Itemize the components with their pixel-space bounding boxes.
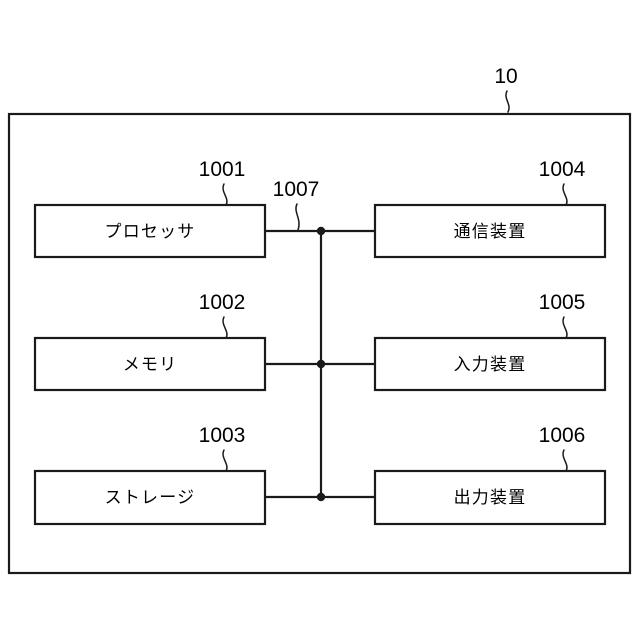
block-output-device[interactable]: 出力装置 (373, 469, 607, 526)
block-storage[interactable]: ストレージ (33, 469, 267, 526)
reference-number-storage: 1003 (199, 424, 246, 447)
block-input-device-rect (373, 336, 607, 392)
reference-number-output-device: 1006 (539, 424, 586, 447)
bus-junction-dot-storage-row (316, 492, 326, 502)
bus-junction-dot-memory-row (316, 359, 326, 369)
block-memory-rect (33, 336, 267, 392)
leader-line-input-device (562, 316, 568, 339)
block-output-device-rect (373, 469, 607, 526)
block-storage-label: ストレージ (105, 488, 196, 508)
block-input-device[interactable]: 入力装置 (373, 336, 607, 392)
leader-line-processor (222, 183, 228, 206)
block-storage-rect (33, 469, 267, 526)
leader-line-storage (222, 449, 228, 472)
block-processor-label: プロセッサ (105, 222, 196, 242)
block-processor-rect (33, 203, 267, 259)
block-memory[interactable]: メモリ (33, 336, 267, 392)
block-memory-label: メモリ (123, 355, 178, 375)
block-output-device-label: 出力装置 (454, 488, 527, 508)
reference-number-input-device: 1005 (539, 291, 586, 314)
reference-number-processor: 1001 (199, 158, 246, 181)
block-input-device-label: 入力装置 (454, 355, 527, 375)
block-communication-device[interactable]: 通信装置 (373, 203, 607, 259)
reference-number-bus: 1007 (273, 178, 320, 201)
reference-number-communication-device: 1004 (539, 158, 586, 181)
reference-number-system: 10 (494, 65, 517, 88)
leader-line-output-device (562, 449, 568, 472)
leader-line-memory (222, 316, 228, 339)
bus-junction-dot-processor-row (316, 226, 326, 236)
block-processor[interactable]: プロセッサ (33, 203, 267, 259)
block-communication-device-label: 通信装置 (454, 222, 527, 242)
system-enclosure-frame (7, 112, 632, 575)
leader-line-bus (295, 203, 300, 231)
block-communication-device-rect (373, 203, 607, 259)
reference-number-memory: 1002 (199, 291, 246, 314)
leader-line-system (505, 90, 510, 113)
leader-line-communication-device (562, 183, 568, 206)
